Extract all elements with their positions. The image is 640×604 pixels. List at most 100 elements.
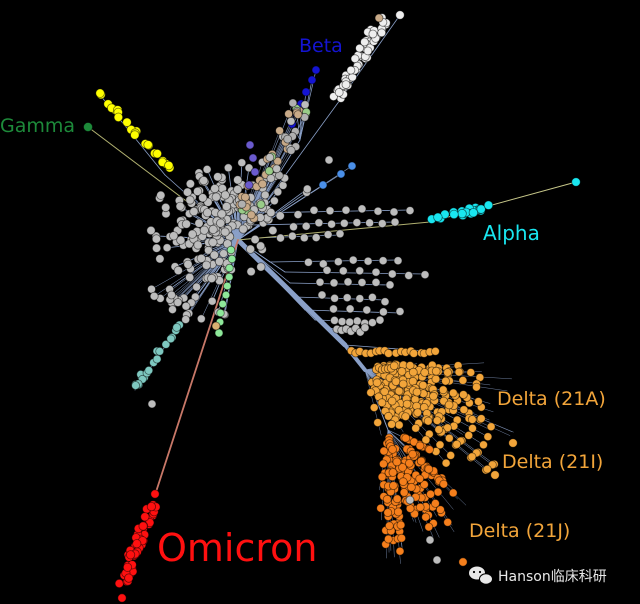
sequence-node	[258, 179, 268, 189]
sequence-node	[315, 277, 325, 287]
sequence-node	[311, 233, 321, 243]
sequence-node	[327, 219, 337, 229]
sequence-node	[284, 109, 294, 119]
sequence-node	[278, 180, 288, 190]
delta-node	[467, 452, 477, 462]
delta-node	[435, 440, 445, 450]
sequence-node	[405, 206, 415, 216]
sequence-node	[360, 323, 370, 333]
sequence-node	[260, 190, 270, 200]
sequence-node	[293, 110, 303, 119]
sequence-node	[309, 205, 319, 215]
delta-21j-node	[426, 489, 436, 499]
delta-21j-node	[421, 512, 431, 522]
yellow-node	[113, 112, 124, 123]
sequence-node	[196, 253, 206, 263]
sequence-node	[149, 291, 159, 301]
sequence-node	[275, 211, 285, 221]
delta-node	[383, 411, 393, 421]
delta-21j-node	[439, 479, 449, 489]
delta-21j-node	[398, 477, 408, 487]
sequence-node	[352, 218, 362, 228]
delta-21j-node	[415, 474, 425, 484]
omicron-node	[138, 521, 148, 531]
delta-21j-node	[406, 482, 416, 492]
sequence-node	[300, 100, 310, 110]
sequence-node	[378, 307, 388, 317]
alpha-node	[571, 177, 581, 187]
sequence-node	[425, 535, 435, 545]
delta-node	[409, 348, 419, 358]
delta-node	[394, 386, 404, 396]
sequence-node	[266, 208, 276, 218]
delta-node	[431, 366, 441, 376]
sequence-node	[181, 301, 191, 311]
delta-21j-node	[376, 503, 386, 513]
sequence-node	[155, 254, 165, 264]
delta-node	[372, 378, 382, 388]
teal-node	[155, 346, 165, 356]
sequence-node	[269, 196, 279, 206]
clade-label-delta-21j: Delta (21J)	[469, 520, 570, 542]
wechat-icon	[469, 566, 493, 585]
delta-21j-node	[424, 522, 434, 532]
sequence-node	[371, 267, 381, 277]
green-node	[223, 281, 232, 291]
sequence-node	[273, 187, 283, 197]
green-node	[218, 299, 227, 309]
delta-node	[441, 376, 451, 386]
delta-node	[423, 416, 433, 426]
sequence-node	[348, 255, 358, 265]
teal-node	[172, 322, 182, 332]
sequence-node	[367, 318, 377, 328]
delta-node	[391, 377, 401, 387]
delta-21j-node	[416, 456, 426, 466]
sequence-node	[220, 190, 230, 200]
tree-branch	[237, 165, 353, 241]
sequence-node	[345, 304, 355, 314]
sequence-node	[329, 278, 339, 288]
sequence-node	[185, 272, 195, 282]
sequence-node	[245, 140, 255, 150]
delta-node	[482, 464, 492, 474]
sequence-node	[167, 290, 176, 300]
sequence-node	[199, 225, 209, 235]
sequence-node	[221, 201, 232, 212]
upper-node	[374, 13, 384, 23]
omicron-node	[124, 573, 134, 583]
sequence-node	[323, 230, 333, 240]
delta-node	[459, 405, 469, 415]
delta-node	[446, 450, 456, 460]
delta-21j-node	[443, 517, 453, 527]
sequence-node	[207, 296, 217, 306]
upper-node	[360, 37, 369, 47]
sequence-node	[208, 237, 218, 247]
sequence-node	[250, 234, 260, 245]
delta-node	[408, 367, 418, 377]
sequence-node	[378, 256, 388, 266]
sequence-node	[363, 256, 373, 266]
sequence-node	[237, 158, 247, 168]
delta-21j-node	[393, 507, 403, 517]
sequence-node	[147, 399, 157, 409]
sequence-node	[377, 219, 387, 229]
yellow-node	[164, 160, 174, 171]
alpha-node	[433, 212, 443, 223]
sequence-node	[371, 277, 381, 287]
sequence-node	[299, 233, 309, 243]
delta-node	[429, 391, 438, 401]
gamma-node	[83, 122, 93, 132]
delta-21j-node	[419, 480, 429, 489]
omicron-node	[150, 489, 160, 499]
sequence-node	[362, 305, 372, 315]
delta-21j-node	[404, 458, 414, 468]
omicron-node	[126, 550, 136, 560]
sequence-node	[355, 294, 365, 304]
sequence-node	[248, 153, 258, 163]
sequence-node	[244, 163, 254, 173]
delta-21j-node	[379, 446, 389, 456]
sequence-node	[393, 256, 403, 266]
sequence-node	[355, 266, 365, 276]
green-node	[226, 245, 236, 255]
delta-node	[479, 440, 488, 450]
